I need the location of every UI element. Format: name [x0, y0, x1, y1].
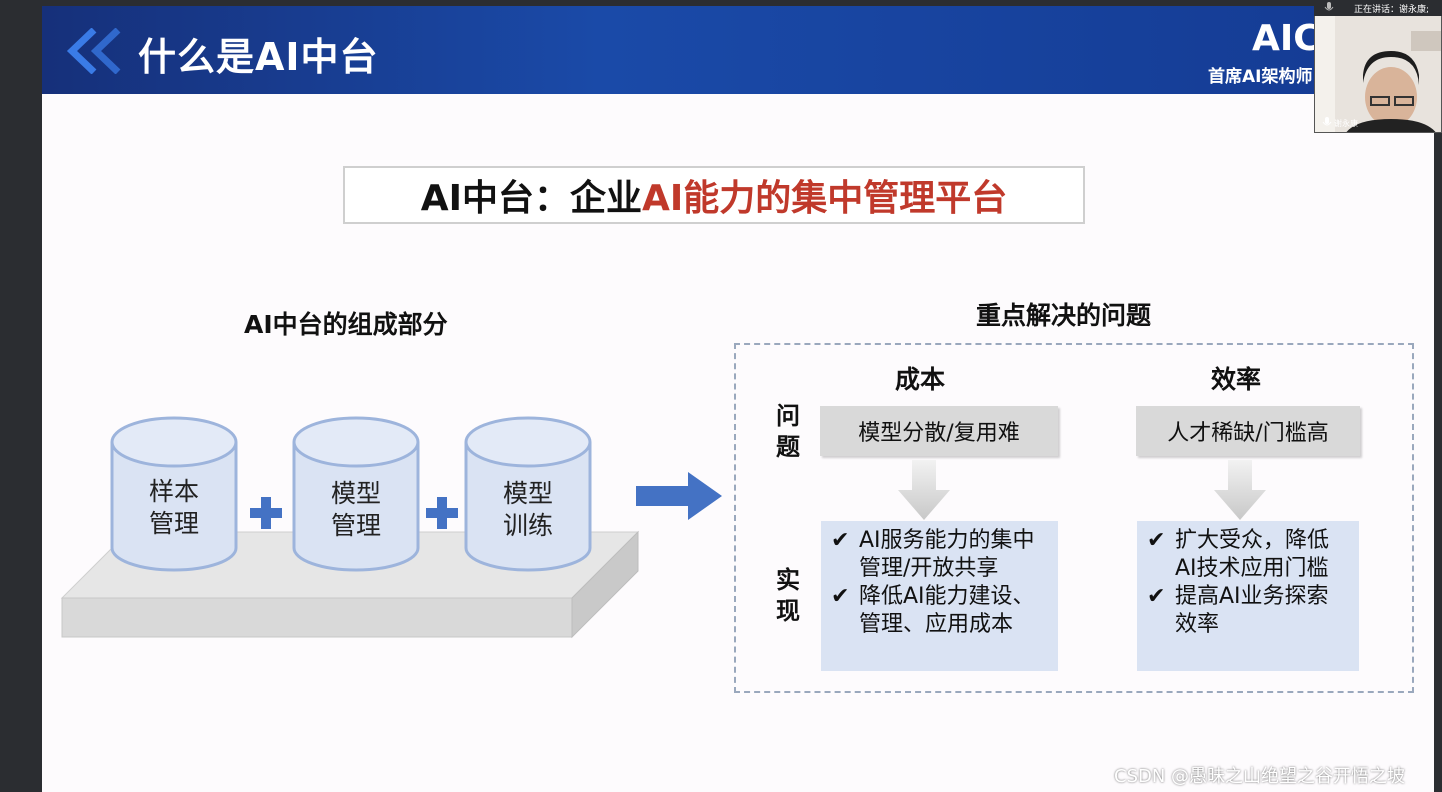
- problems-heading: 重点解决的问题: [976, 301, 1152, 330]
- solution-line: 扩大受众，降低: [1175, 528, 1330, 553]
- column-header-efficiency: 效率: [1211, 365, 1262, 394]
- plus-icon: [426, 497, 458, 529]
- column-header-cost: 成本: [895, 365, 946, 394]
- component-label: 模型 训练: [478, 478, 578, 542]
- brand-logo: AIC: [1252, 18, 1320, 59]
- platform-side: [571, 530, 639, 639]
- solution-line: 降低AI能力建设、: [859, 584, 1035, 609]
- right-arrow-icon: [636, 472, 722, 520]
- speaking-indicator: 正在讲话：谢永康;: [1354, 5, 1430, 15]
- double-chevron-left-icon: [66, 28, 121, 74]
- cylinder-sample-management: [110, 416, 238, 572]
- down-arrow-icon: [898, 460, 950, 520]
- component-label: 模型 管理: [306, 478, 406, 542]
- brand-subtitle: 首席AI架构师: [1208, 67, 1313, 87]
- microphone-icon: [1324, 2, 1334, 11]
- participant-name: 谢永康: [1334, 119, 1358, 128]
- component-label: 样本 管理: [124, 476, 224, 540]
- components-diagram: [60, 416, 640, 639]
- solution-line: 提高AI业务探索: [1175, 584, 1329, 609]
- checkmark-icon: ✔: [831, 528, 850, 553]
- component-label-line: 样本: [148, 477, 199, 506]
- component-label-line: 训练: [502, 511, 553, 540]
- video-status-bar: [1314, 0, 1442, 16]
- checkmark-icon: ✔: [1147, 584, 1166, 609]
- problem-box-efficiency: 人才稀缺/门槛高: [1136, 406, 1360, 456]
- cylinder-model-training: [464, 416, 592, 572]
- row-label-char: 题: [776, 433, 800, 461]
- solution-item: ✔ 提高AI业务探索效率: [1147, 583, 1351, 639]
- solution-item: ✔ 扩大受众，降低 AI技术应用门槛: [1147, 527, 1351, 583]
- solution-line: 管理、应用成本: [859, 612, 1014, 637]
- checkmark-icon: ✔: [831, 584, 850, 609]
- video-tile[interactable]: [1314, 0, 1442, 133]
- microphone-icon: [1322, 117, 1332, 126]
- solution-box-efficiency: ✔ 扩大受众，降低 AI技术应用门槛 ✔ 提高AI业务探索效率: [1137, 521, 1359, 671]
- speaker-video-frame: [1315, 1, 1441, 132]
- slide-header-bar: [42, 6, 1434, 94]
- down-arrow-icon: [1214, 460, 1266, 520]
- row-label-char: 现: [776, 597, 800, 625]
- solution-box-cost: ✔ AI服务能力的集中管理/开放共享 ✔ 降低AI能力建设、管理、应用成本: [821, 521, 1058, 671]
- problem-box-cost: 模型分散/复用难: [820, 406, 1058, 456]
- platform-front: [61, 597, 573, 638]
- components-heading: AI中台的组成部分: [244, 310, 448, 339]
- slide-title: 什么是AI中台: [138, 35, 379, 79]
- component-label-line: 管理: [330, 511, 381, 540]
- checkmark-icon: ✔: [1147, 528, 1166, 553]
- watermark: CSDN @愚昧之山绝望之谷开悟之坡: [1114, 766, 1406, 787]
- solution-line: AI技术应用门槛: [1175, 556, 1329, 581]
- cylinder-model-management: [292, 416, 420, 572]
- solution-item: ✔ AI服务能力的集中管理/开放共享: [831, 527, 1050, 583]
- solution-line: 管理/开放共享: [859, 556, 999, 581]
- row-label-solution: 实 现: [773, 565, 803, 627]
- main-title-part2: AI能力的集中管理平台: [642, 178, 1008, 219]
- component-label-line: 模型: [502, 479, 553, 508]
- plus-icon: [250, 497, 282, 529]
- component-label-line: 模型: [330, 479, 381, 508]
- component-label-line: 管理: [148, 509, 199, 538]
- solution-line: 效率: [1175, 612, 1220, 637]
- main-title-part1: AI中台：企业: [420, 178, 642, 219]
- problems-panel: [734, 343, 1414, 693]
- row-label-char: 实: [776, 566, 800, 594]
- solution-line: AI服务能力的集中: [859, 528, 1035, 553]
- row-label-char: 问: [776, 402, 800, 430]
- row-label-problem: 问 题: [773, 401, 803, 463]
- solution-item: ✔ 降低AI能力建设、管理、应用成本: [831, 583, 1050, 639]
